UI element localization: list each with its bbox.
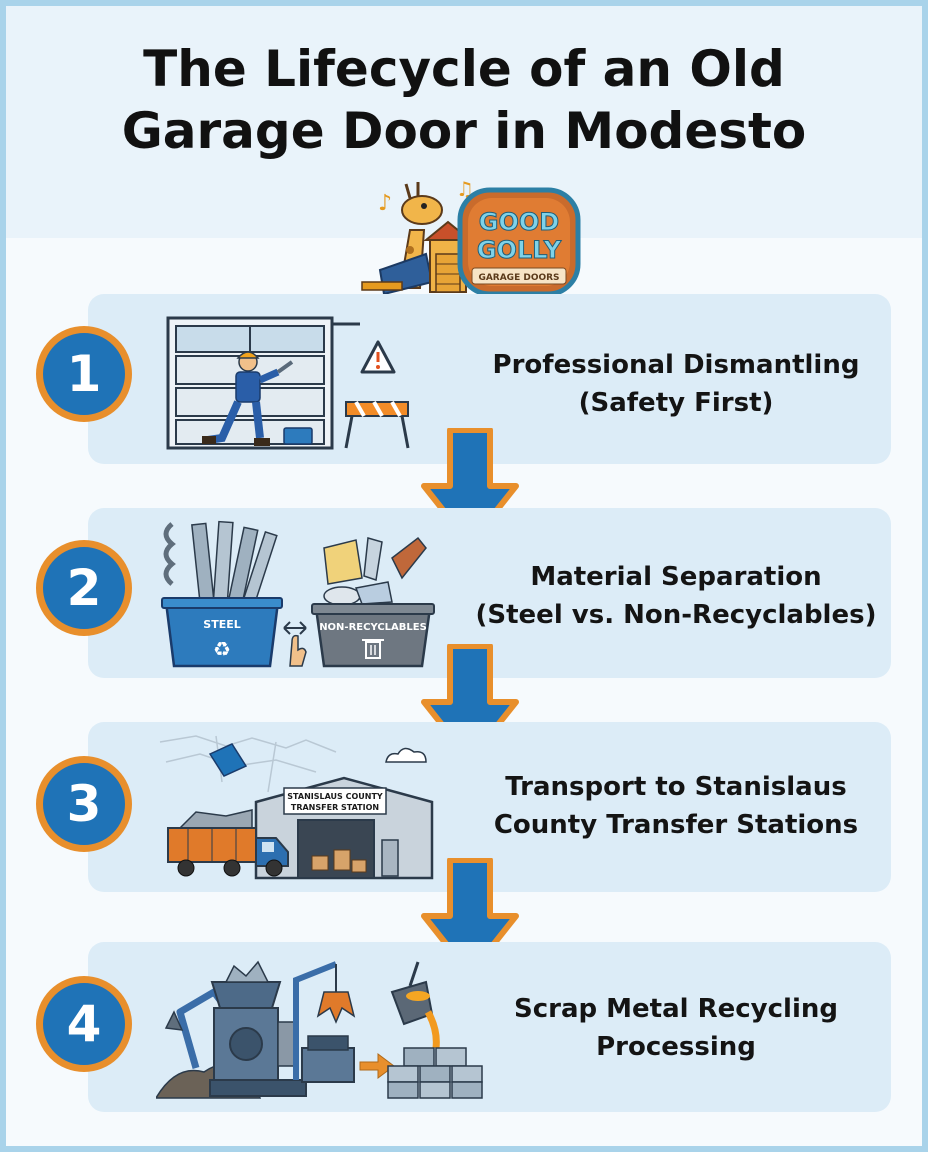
toolbox-icon — [283, 427, 313, 445]
step-label-2: Material Separation (Steel vs. Non-Recyc… — [466, 558, 886, 634]
music-note-icon: ♪ — [378, 191, 392, 216]
step-number-badge-3: 3 — [36, 756, 132, 852]
step-2-line-2: (Steel vs. Non-Recyclables) — [475, 600, 877, 630]
step-4-line-2: Processing — [596, 1032, 756, 1062]
recycling-illustration — [156, 960, 483, 1099]
step-3-line-2: County Transfer Stations — [493, 810, 859, 840]
step-1-line-1: Professional Dismantling — [492, 350, 860, 380]
step-3-line-1: Transport to Stanislaus — [505, 772, 847, 802]
company-logo: ♪ ♫ GOOD GOLLY GARA — [361, 177, 581, 297]
step-2-line-1: Material Separation — [530, 562, 822, 592]
step-1-line-2: (Safety First) — [578, 388, 774, 418]
molten-metal-ladle-icon — [390, 961, 440, 1049]
step-number-badge-2: 2 — [36, 540, 132, 636]
logo-badge: GOOD GOLLY GARAGE DOORS — [457, 187, 581, 297]
title-line-1: The Lifecycle of an Old — [143, 40, 785, 98]
cloud-icon — [385, 747, 427, 763]
step-number-badge-1: 1 — [36, 326, 132, 422]
station-sign-line-2: TRANSFER STATION — [291, 803, 379, 812]
dismantling-illustration — [166, 316, 410, 450]
steel-bin: STEEL ♻ — [161, 597, 283, 668]
transfer-station-building: STANISLAUS COUNTY TRANSFER STATION — [254, 776, 434, 880]
orange-arrow-icon — [359, 1053, 395, 1079]
step-label-4: Scrap Metal Recycling Processing — [466, 990, 886, 1066]
logo-line-1: GOOD — [479, 208, 559, 236]
step-4-line-1: Scrap Metal Recycling — [514, 994, 838, 1024]
recycle-icon: ♻ — [213, 637, 231, 661]
metal-bales-icon — [387, 1047, 483, 1099]
non-recyclables-bin: NON-RECYCLABLES — [311, 603, 435, 668]
title-line-2: Garage Door in Modesto — [121, 102, 807, 160]
county-map-icon — [208, 743, 248, 777]
non-recyclables-bin-label: NON-RECYCLABLES — [319, 622, 427, 633]
trash-icon — [362, 639, 384, 659]
shredder-machine-icon — [209, 960, 307, 1097]
separation-illustration: STEEL ♻ NON-RECYCLABLES — [161, 520, 435, 668]
step-label-1: Professional Dismantling (Safety First) — [466, 346, 886, 422]
transport-illustration: STANISLAUS COUNTY TRANSFER STATION — [159, 735, 434, 880]
crane-claw-icon — [293, 961, 356, 1083]
dump-truck-icon — [167, 809, 289, 877]
warning-icon — [360, 340, 396, 374]
logo-tagline: GARAGE DOORS — [478, 273, 559, 283]
logo-line-2: GOLLY — [477, 236, 562, 264]
step-number-badge-4: 4 — [36, 976, 132, 1072]
steel-bin-label: STEEL — [203, 618, 240, 631]
step-label-3: Transport to Stanislaus County Transfer … — [466, 768, 886, 844]
hand-icon — [289, 634, 307, 667]
worker-icon — [202, 351, 294, 446]
barricade-icon — [344, 401, 410, 449]
page-title: The Lifecycle of an Old Garage Door in M… — [6, 38, 922, 162]
header-band — [6, 6, 922, 238]
station-sign-line-1: STANISLAUS COUNTY — [287, 792, 383, 801]
